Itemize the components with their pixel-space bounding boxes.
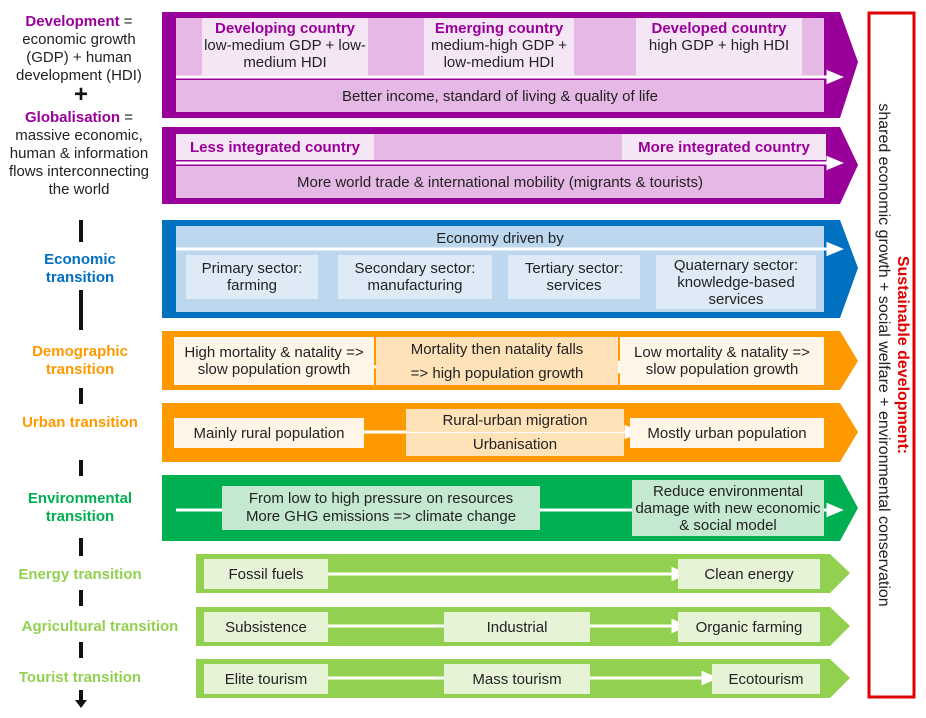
agricultural-transition-label: Agricultural transition [21, 618, 179, 635]
globalisation-label: Globalisation = massive economic, human … [4, 109, 154, 199]
resource-pressure-box: From low to high pressure on resources M… [222, 486, 540, 530]
resource-pressure-line1: From low to high pressure on resources [248, 490, 514, 507]
timeline-segment [79, 290, 83, 330]
clean-energy-box: Clean energy [678, 559, 820, 589]
development-term: Development [25, 13, 120, 30]
mass-tourism-box: Mass tourism [444, 664, 590, 694]
mortality-falls-box: Mortality then natality falls [376, 337, 618, 361]
demographic-transition-label: Demographic transition [32, 343, 128, 378]
environmental-transition-label: Environmental transition [27, 490, 133, 525]
organic-farming-box: Organic farming [678, 612, 820, 642]
reduce-damage-box: Reduce environmental damage with new eco… [632, 480, 824, 536]
development-bottom-text: Better income, standard of living & qual… [342, 87, 658, 105]
sustainable-title: Sustainable development: [894, 255, 911, 455]
mostly-urban-box: Mostly urban population [630, 418, 824, 448]
plus-sign: + [73, 81, 88, 108]
more-integrated-label: More integrated country [622, 134, 826, 160]
developing-country-box: Developing country low-medium GDP + low-… [202, 18, 368, 76]
timeline-segment [79, 388, 83, 404]
subsistence-box: Subsistence [204, 612, 328, 642]
rural-urban-migration-box: Rural-urban migration [406, 409, 624, 432]
timeline-segment [79, 690, 83, 700]
economy-driven-by: Economy driven by [436, 229, 564, 247]
sustainable-box-border [867, 11, 916, 699]
timeline-segment [79, 460, 83, 476]
timeline-segment [79, 642, 83, 658]
less-integrated-label: Less integrated country [176, 134, 374, 160]
primary-sector-box: Primary sector: farming [186, 255, 318, 299]
fossil-fuels-box: Fossil fuels [204, 559, 328, 589]
tertiary-sector-box: Tertiary sector: services [508, 255, 640, 299]
developed-country-text: high GDP + high HDI [648, 37, 790, 54]
urbanisation-box: Urbanisation [406, 433, 624, 456]
mainly-rural-box: Mainly rural population [174, 418, 364, 448]
resource-pressure-line2: More GHG emissions => climate change [245, 508, 517, 525]
emerging-country-text: medium-high GDP + low-medium HDI [430, 37, 568, 71]
development-band-bottom-strip [176, 80, 824, 112]
elite-tourism-box: Elite tourism [204, 664, 328, 694]
economic-transition-label: Economic transition [44, 251, 116, 286]
developing-country-text: low-medium GDP + low-medium HDI [204, 37, 366, 71]
development-def: = economic growth (GDP) + human developm… [16, 13, 142, 84]
emerging-country-box: Emerging country medium-high GDP + low-m… [424, 18, 574, 76]
quaternary-sector-box: Quaternary sector: knowledge-based servi… [656, 255, 816, 309]
high-growth-box: => high population growth [376, 361, 618, 385]
developed-country-box: Developed country high GDP + high HDI [636, 18, 802, 76]
globalisation-def: = massive economic, human & information … [8, 109, 150, 198]
emerging-country-title: Emerging country [434, 20, 564, 37]
high-mortality-box: High mortality & natality => slow popula… [174, 337, 374, 385]
globalisation-term: Globalisation [25, 109, 121, 126]
energy-transition-label: Energy transition [18, 566, 142, 583]
timeline-segment [79, 538, 83, 556]
urban-transition-label: Urban transition [22, 414, 138, 431]
developed-country-title: Developed country [651, 20, 787, 37]
globalisation-bottom-text: More world trade & international mobilit… [297, 173, 703, 191]
timeline-segment [79, 220, 83, 242]
development-label: Development = economic growth (GDP) + hu… [4, 13, 154, 85]
timeline-segment [79, 590, 83, 606]
developing-country-title: Developing country [214, 20, 356, 37]
ecotourism-box: Ecotourism [712, 664, 820, 694]
sustainable-description: shared economic growth + social welfare … [875, 103, 892, 607]
industrial-box: Industrial [444, 612, 590, 642]
tourist-transition-label: Tourist transition [18, 669, 142, 686]
sustainable-development-text: Sustainable development: shared economic… [870, 20, 912, 690]
low-mortality-box: Low mortality & natality => slow populat… [620, 337, 824, 385]
secondary-sector-box: Secondary sector: manufacturing [338, 255, 492, 299]
globalisation-band-bottom-strip [176, 166, 824, 198]
timeline-arrowhead [75, 700, 87, 708]
